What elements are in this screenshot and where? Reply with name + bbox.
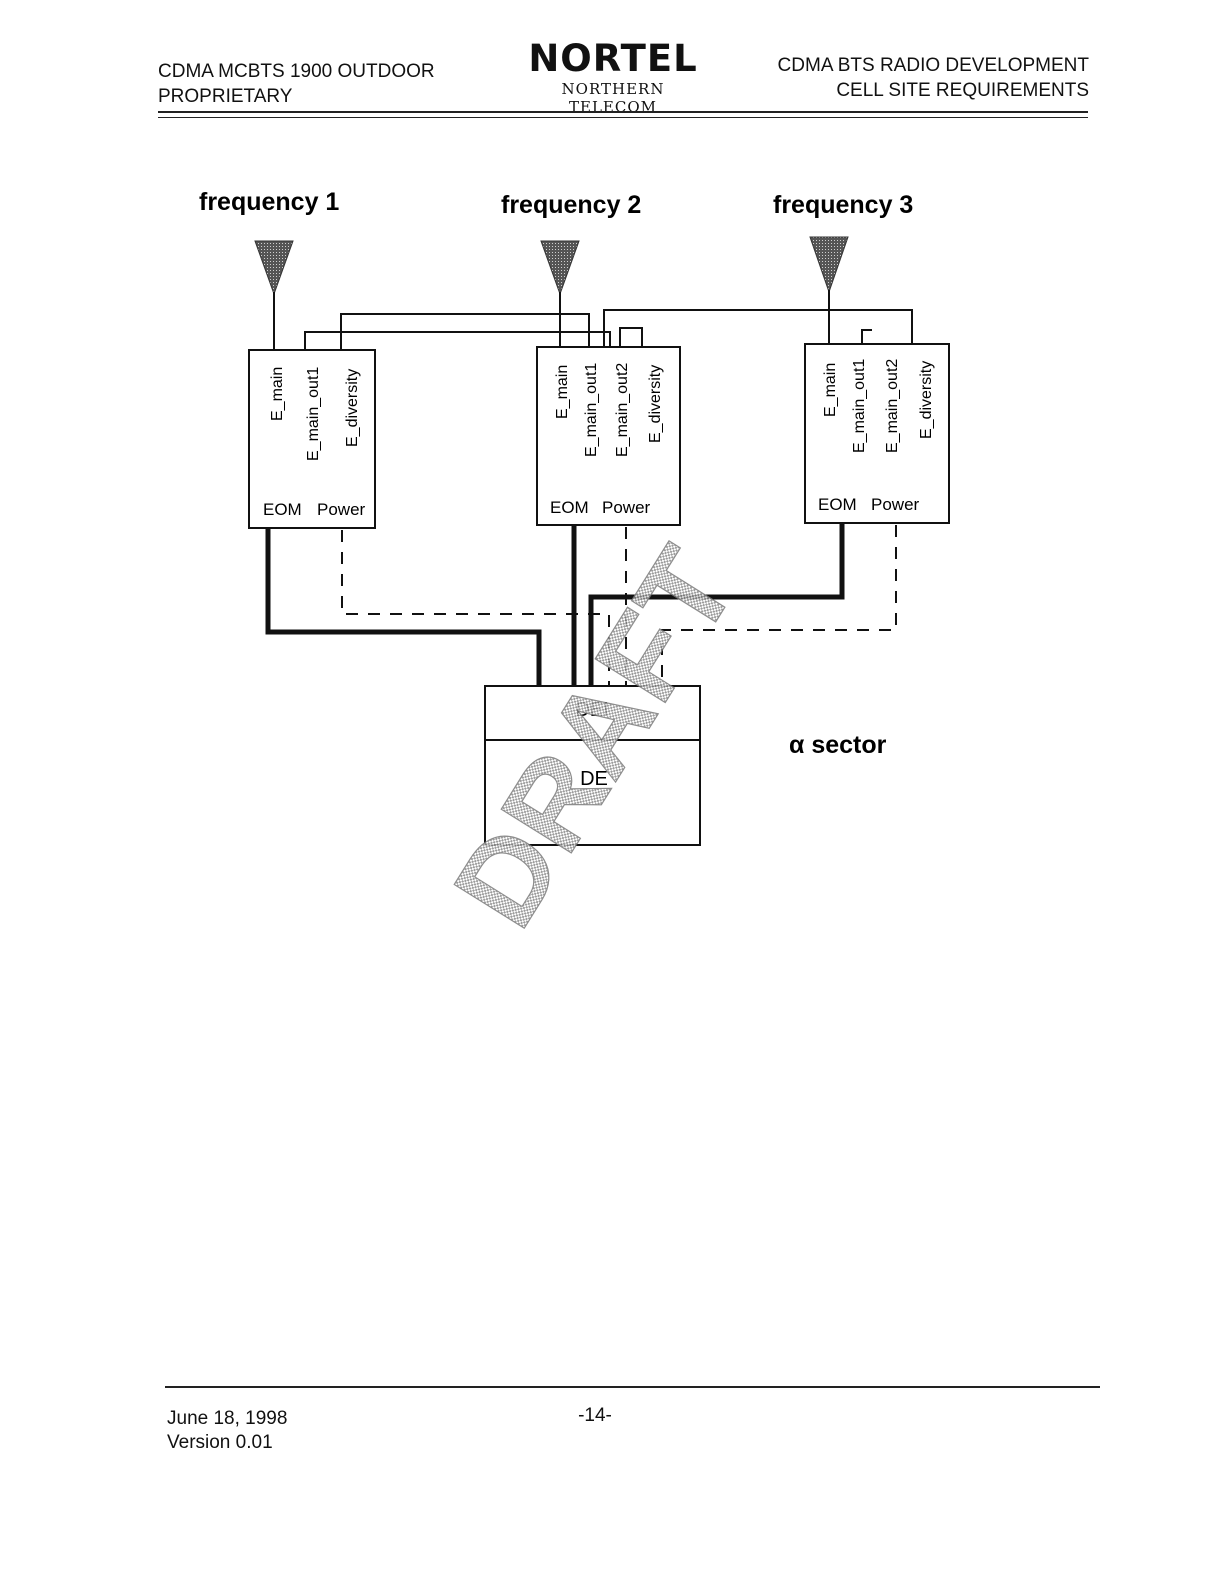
draft-watermark: DRAFT — [428, 524, 762, 948]
radio-unit-frequency-1: E_main E_main_out1 E_diversity EOM Power — [248, 349, 376, 529]
logo-text: NORTEL — [528, 37, 698, 80]
header-left: CDMA MCBTS 1900 OUTDOOR PROPRIETARY — [158, 59, 435, 109]
antenna-3-icon — [809, 236, 849, 294]
header-right: CDMA BTS RADIO DEVELOPMENT CELL SITE REQ… — [778, 53, 1089, 103]
box2-eom-label: EOM — [550, 498, 589, 517]
header-department: CDMA BTS RADIO DEVELOPMENT — [777, 55, 1089, 76]
sector-label: α sector — [789, 731, 887, 759]
antenna-feed-lines — [273, 290, 830, 351]
box3-e-main-out1-port: E_main_out1 — [851, 359, 868, 453]
antenna-1-icon — [254, 240, 294, 296]
antenna-2-icon — [540, 240, 580, 296]
box1-e-main-out1-port: E_main_out1 — [305, 367, 322, 461]
box3-e-main-port: E_main — [822, 363, 839, 417]
footer-left: June 18, 1998 Version 0.01 — [167, 1407, 287, 1455]
header-classification: PROPRIETARY — [158, 86, 293, 107]
interconnect-cabling — [304, 309, 913, 351]
radio-unit-frequency-3: E_main E_main_out1 E_main_out2 E_diversi… — [804, 343, 950, 524]
box3-power-label: Power — [871, 495, 920, 514]
frequency-1-label: frequency 1 — [199, 188, 339, 216]
frequency-2-label: frequency 2 — [501, 191, 641, 219]
header-rule-top — [158, 111, 1088, 113]
box1-e-diversity-port: E_diversity — [344, 369, 361, 447]
eom-cables — [265, 523, 845, 687]
radio-unit-frequency-2: E_main E_main_out1 E_main_out2 E_diversi… — [536, 346, 681, 526]
frequency-3-label: frequency 3 — [773, 191, 913, 219]
digital-equipment-shelf: DEI DE — [484, 685, 701, 846]
power-cables — [341, 525, 897, 687]
box2-power-label: Power — [602, 498, 651, 517]
header-section: CELL SITE REQUIREMENTS — [836, 80, 1089, 101]
box3-eom-label: EOM — [818, 495, 857, 514]
box1-e-main-port: E_main — [269, 367, 286, 421]
box1-eom-label: EOM — [263, 500, 302, 519]
box2-e-diversity-port: E_diversity — [647, 365, 664, 443]
footer-rule — [165, 1386, 1100, 1388]
de-label: DE — [580, 768, 608, 790]
box1-power-label: Power — [317, 500, 366, 519]
box2-e-main-out2-port: E_main_out2 — [614, 363, 631, 457]
page-number: -14- — [578, 1405, 612, 1426]
footer-version: Version 0.01 — [167, 1432, 273, 1453]
nortel-logo: NORTEL NORTHERN TELECOM — [518, 37, 708, 117]
footer-date: June 18, 1998 — [167, 1408, 288, 1429]
box2-e-main-port: E_main — [554, 365, 571, 419]
header-rule-bottom — [158, 117, 1088, 118]
dei-label: DEI — [575, 699, 608, 721]
box3-e-main-out2-port: E_main_out2 — [884, 359, 901, 453]
box2-e-main-out1-port: E_main_out1 — [583, 363, 600, 457]
header-doc-title: CDMA MCBTS 1900 OUTDOOR — [158, 61, 435, 82]
box3-e-diversity-port: E_diversity — [918, 361, 935, 439]
